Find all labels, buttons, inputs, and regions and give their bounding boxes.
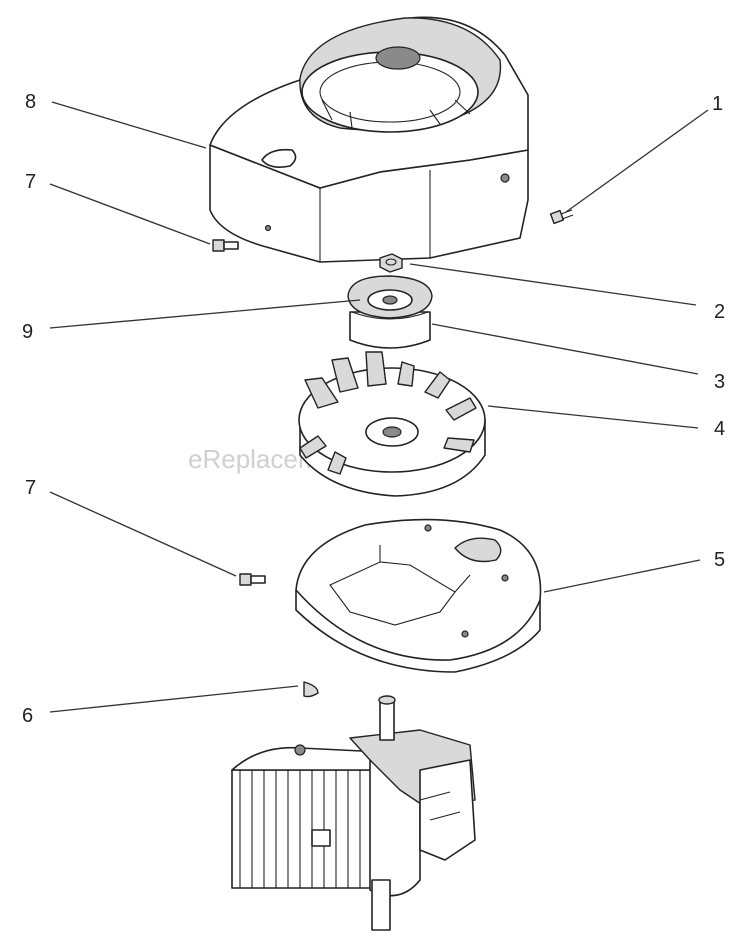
part-blower-housing[interactable] [209,16,529,263]
part-base-plate[interactable] [295,518,542,673]
callout-4: 4 [714,418,725,440]
callout-numbers: 8 7 1 2 9 3 4 7 5 6 [22,91,725,727]
part-woodruff-key[interactable] [303,681,319,698]
callout-5: 5 [714,549,725,571]
callout-8-upper: 8 [25,91,36,113]
part-flywheel[interactable] [298,351,486,497]
part-screw-7-lower[interactable] [239,573,266,586]
callout-leaders [49,101,709,713]
callout-2: 2 [714,301,725,323]
part-engine-block [231,695,476,931]
part-nut[interactable] [379,253,403,273]
part-screw-7-upper[interactable] [212,239,239,252]
part-starter-cup[interactable] [347,275,433,349]
callout-1: 1 [712,93,723,115]
callout-9: 9 [22,321,33,343]
part-screw-1[interactable] [549,209,574,225]
callout-6: 6 [22,705,33,727]
callout-3: 3 [714,371,725,393]
callout-7-lower: 7 [25,477,36,499]
callout-7-upper: 7 [25,171,36,193]
